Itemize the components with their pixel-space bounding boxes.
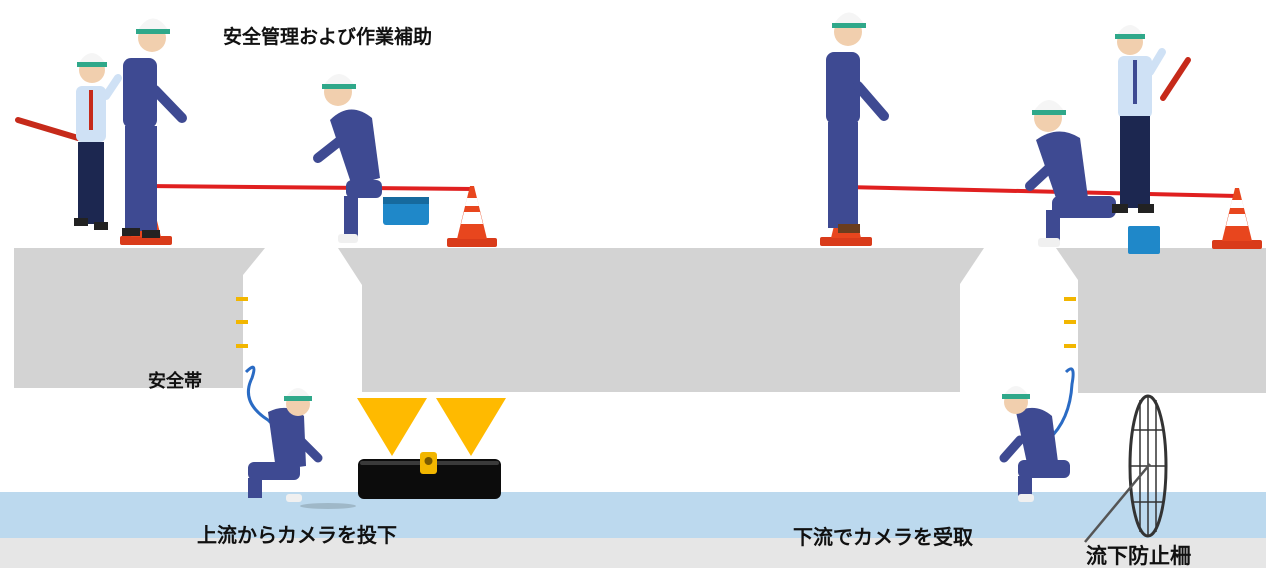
outflow-fence-label: 流下防止柵: [1086, 544, 1191, 568]
supervisor-worker-left: [122, 18, 187, 238]
safety-belt-lanyard-left: [244, 365, 280, 432]
water-flow: [0, 492, 1266, 538]
concrete-slab-right: [1056, 248, 1266, 393]
flagger-worker-left: [15, 53, 122, 230]
upstream-drop-label: 上流からカメラを投下: [197, 523, 397, 547]
safety-management-label: 安全管理および作業補助: [223, 26, 433, 48]
barrier-rope-left: [144, 184, 475, 191]
kneeling-worker-right: [1025, 100, 1116, 247]
kneeling-worker-left: [313, 74, 429, 243]
traffic-cone: [447, 186, 497, 247]
supervisor-worker-right: [826, 12, 889, 233]
flagger-worker-right: [1112, 25, 1191, 254]
safety-belt-lanyard-right: [1046, 367, 1075, 442]
camera-body: [358, 459, 501, 499]
concrete-slab-center: [338, 248, 984, 392]
worker-receiving-camera: [999, 386, 1070, 502]
inspection-camera: [357, 398, 506, 499]
downstream-receive-label: 下流でカメラを受取: [793, 525, 973, 549]
camera-view-triangle: [436, 398, 506, 456]
anchor-hooks-left: [236, 297, 248, 348]
worker-dropping-camera: [248, 388, 356, 509]
fence-pointer-line: [1084, 463, 1151, 543]
anchor-hooks-right: [1064, 297, 1076, 348]
concrete-slab-left: [14, 248, 265, 388]
channel-floor: [0, 538, 1266, 568]
safety-belt-label: 安全帯: [148, 371, 202, 392]
barrier-rope-right: [844, 185, 1238, 198]
camera-view-triangle: [357, 398, 427, 456]
traffic-cone: [1212, 188, 1262, 249]
